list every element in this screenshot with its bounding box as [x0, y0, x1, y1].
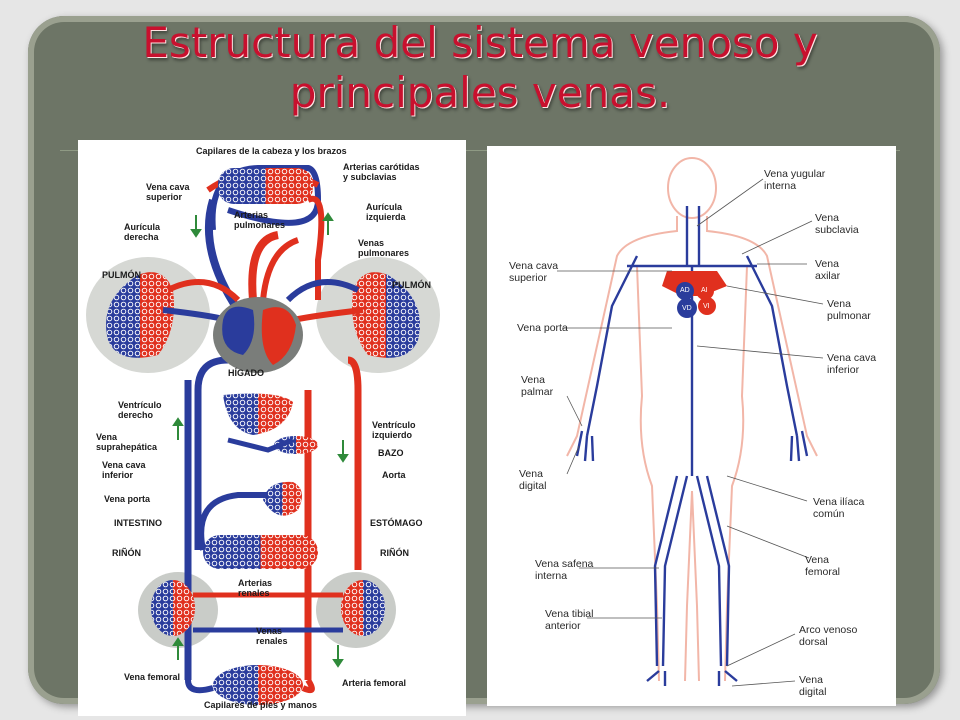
label-vena-safena-1: Vena safena — [535, 558, 594, 570]
label-arterias-carotidas-1: Arterias carótidas — [343, 162, 420, 172]
label-bazo: BAZO — [378, 448, 404, 458]
label-vena-femoral: Vena femoral — [124, 672, 181, 682]
label-vena-cava-inferior-1: Vena cava — [102, 460, 146, 470]
label-arterias-carotidas-2: y subclavias — [343, 172, 397, 182]
veins — [575, 206, 809, 686]
body-outline — [566, 157, 818, 682]
label-ventriculo-izquierdo-1: Ventrículo — [372, 420, 416, 430]
feet-capillaries — [213, 665, 303, 705]
label-arco-venoso-1: Arco venoso — [799, 624, 858, 636]
label-pulmon-right: PULMÓN — [392, 280, 431, 290]
label-capilares-cabeza: Capilares de la cabeza y los brazos — [196, 146, 347, 156]
label-vena-cava-superior-2: superior — [509, 272, 547, 284]
label-arterias-pulmonares-1: Arterias — [234, 210, 269, 220]
label-vena-porta: Vena porta — [517, 322, 568, 334]
label-vena-cava-inferior-2: inferior — [827, 364, 860, 376]
label-pulmon-left: PULMÓN — [102, 270, 141, 280]
label-intestino: INTESTINO — [114, 518, 163, 528]
label-auricula-derecha-1: Aurícula — [124, 222, 161, 232]
label-vena-cava-inferior-2: inferior — [102, 470, 134, 480]
body-outline-illustration — [557, 157, 824, 687]
heart-label-ad: AD — [680, 287, 690, 294]
heart — [662, 271, 727, 318]
stomach — [263, 481, 302, 516]
heart — [213, 297, 303, 373]
right-lung — [352, 272, 420, 358]
label-auricula-izquierda-1: Aurícula — [366, 202, 403, 212]
label-estomago: ESTÓMAGO — [370, 518, 423, 528]
label-higado: HÍGADO — [228, 368, 264, 378]
label-vena-palmar-1: Vena — [521, 374, 545, 386]
title-line-2: principales venas. — [289, 68, 671, 117]
label-vena-digital-right-2: digital — [799, 686, 827, 698]
circulation-diagram: Capilares de la cabeza y los brazos Arte… — [78, 140, 466, 716]
label-arteria-femoral: Arteria femoral — [342, 678, 407, 688]
heart-label-ai: AI — [701, 287, 708, 294]
label-vena-subclavia-1: Vena — [815, 212, 839, 224]
label-venas-pulmonares-2: pulmonares — [358, 248, 410, 258]
label-aorta: Aorta — [382, 470, 406, 480]
label-vena-femoral-2: femoral — [805, 566, 841, 578]
circulation-illustration — [86, 165, 440, 705]
intestine — [203, 535, 318, 569]
venous-system-diagram: AD AI VD VI Vena yugular interna Vena su… — [487, 146, 896, 706]
label-rinon-left: RIÑÓN — [112, 548, 141, 558]
label-vena-iliaca-1: Vena ilíaca — [813, 496, 865, 508]
label-venas-pulmonares-1: Venas — [358, 238, 385, 248]
label-vena-cava-superior-1: Vena cava — [509, 260, 559, 272]
label-vena-digital-right-1: Vena — [799, 674, 823, 686]
flow-arrows — [172, 212, 349, 668]
label-ventriculo-izquierdo-2: izquierdo — [372, 430, 412, 440]
label-auricula-izquierda-2: izquierda — [366, 212, 406, 222]
callout-lines — [557, 178, 824, 687]
label-vena-safena-2: interna — [535, 570, 568, 582]
label-vena-femoral-1: Vena — [805, 554, 829, 566]
label-vena-iliaca-2: común — [813, 508, 845, 520]
label-rinon-right: RIÑÓN — [380, 548, 409, 558]
label-arterias-renales-1: Arterias — [238, 578, 273, 588]
label-vena-tibial-1: Vena tibial — [545, 608, 594, 620]
label-vena-suprahepatica-1: Vena — [96, 432, 118, 442]
heart-label-vi: VI — [703, 303, 710, 310]
title-line-1: Estructura del sistema venoso y — [142, 18, 818, 67]
label-vena-pulmonar-1: Vena — [827, 298, 851, 310]
label-ventriculo-derecho-1: Ventrículo — [118, 400, 162, 410]
label-vena-cava-superior-2: superior — [146, 192, 183, 202]
right-kidney — [341, 580, 385, 636]
label-vena-digital-left-2: digital — [519, 480, 547, 492]
label-vena-yugular-2: interna — [764, 180, 797, 192]
label-vena-cava-superior-1: Vena cava — [146, 182, 190, 192]
heart-label-vd: VD — [682, 305, 692, 312]
label-vena-palmar-2: palmar — [521, 386, 554, 398]
spleen — [274, 436, 318, 454]
label-arterias-pulmonares-2: pulmonares — [234, 220, 286, 230]
label-arterias-renales-2: renales — [238, 588, 270, 598]
label-venas-renales-2: renales — [256, 636, 288, 646]
label-vena-yugular-1: Vena yugular — [764, 168, 826, 180]
label-arco-venoso-2: dorsal — [799, 636, 828, 648]
liver — [223, 393, 293, 435]
label-vena-digital-left-1: Vena — [519, 468, 543, 480]
label-vena-cava-inferior-1: Vena cava — [827, 352, 877, 364]
label-vena-axilar-1: Vena — [815, 258, 839, 270]
title-divider — [60, 150, 900, 151]
slide-title: Estructura del sistema venoso y principa… — [40, 18, 920, 118]
left-lung — [106, 272, 174, 358]
left-kidney — [151, 580, 195, 636]
label-vena-porta: Vena porta — [104, 494, 151, 504]
label-vena-tibial-2: anterior — [545, 620, 581, 632]
label-vena-axilar-2: axilar — [815, 270, 841, 282]
label-vena-subclavia-2: subclavia — [815, 224, 859, 236]
label-vena-suprahepatica-2: suprahepática — [96, 442, 158, 452]
label-auricula-derecha-2: derecha — [124, 232, 159, 242]
label-capilares-pies: Capilares de pies y manos — [204, 700, 318, 710]
label-vena-pulmonar-2: pulmonar — [827, 310, 871, 322]
label-venas-renales-1: Venas — [256, 626, 283, 636]
label-ventriculo-derecho-2: derecho — [118, 410, 154, 420]
